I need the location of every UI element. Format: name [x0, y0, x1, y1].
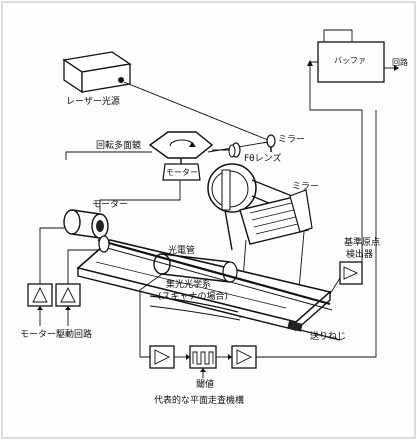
buffer-box — [307, 29, 399, 262]
label-buffer: バッファ — [334, 56, 366, 65]
label-origin-detector-1: 基準原点 — [344, 238, 381, 248]
caption: 代表的な平面走査機構 — [154, 396, 245, 406]
f-theta-lens — [228, 142, 241, 158]
label-left-motor: モーター — [92, 200, 129, 210]
label-top-mirror: ミラー — [278, 135, 306, 145]
label-output: 回路 — [392, 58, 408, 67]
laser-source — [62, 51, 132, 94]
label-polygon-motor: モーター — [166, 168, 198, 177]
left-motor — [63, 209, 109, 239]
top-mirror — [266, 134, 276, 152]
label-origin-detector-2: 検出器 — [346, 250, 374, 260]
label-threshold: 閾値 — [196, 380, 215, 390]
label-motor-drive: モーター駆動回路 — [20, 330, 93, 340]
label-feed-screw: 送りねじ — [310, 332, 347, 342]
label-f-theta-lens: Fθレンズ — [244, 154, 282, 164]
amplifier-chain — [139, 110, 377, 378]
laser-beam — [123, 81, 269, 141]
large-lens-assembly — [207, 163, 293, 213]
feed-screw — [97, 235, 341, 341]
label-laser-source: レーザー光源 — [66, 97, 120, 107]
mid-mirror — [239, 189, 313, 245]
label-photomultiplier: 光電管 — [168, 246, 196, 256]
label-collector-optics-1: 集光光学系 — [166, 280, 212, 290]
collector-optics — [149, 295, 241, 321]
label-collector-optics-2: (スキャナの場合) — [158, 292, 229, 302]
polygon-mirror — [148, 131, 214, 181]
origin-detector — [329, 261, 363, 295]
scanning-table — [76, 239, 332, 332]
motor-drive-boxes — [27, 283, 81, 326]
label-mid-mirror: ミラー — [292, 182, 320, 192]
label-polygon-mirror: 回転多面鏡 — [96, 141, 142, 151]
